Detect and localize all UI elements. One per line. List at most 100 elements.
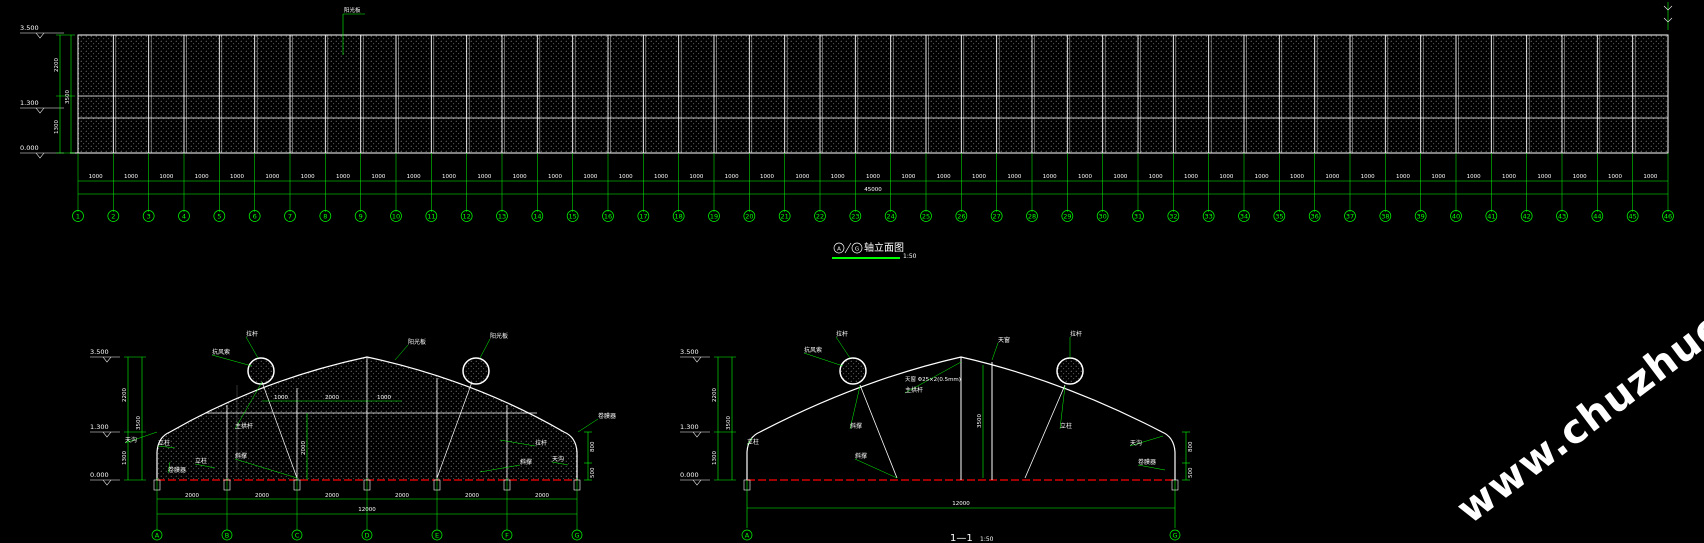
elevation-axis-bubble <box>1626 210 1639 222</box>
elevation-bay-dim: 1000 <box>1325 174 1339 180</box>
elevation-axis-bubble <box>743 210 756 222</box>
sr-title-text: 1—1 <box>950 533 973 543</box>
elevation-vertical-dims: 2200 3500 1300 <box>54 34 75 154</box>
section-left: 1000 2000 1000 2000 3.500 1.300 0.000 22… <box>90 330 616 541</box>
elevation-bay-dim: 1000 <box>1573 174 1587 180</box>
sr-label: 天窗 <box>998 336 1010 344</box>
sr-leader <box>1137 464 1166 471</box>
sl-bottom-dim: 2000 <box>255 493 269 499</box>
elevation-axis-label: 41 <box>1487 213 1495 221</box>
sl-leader <box>124 431 158 444</box>
elevation-axis-bubble <box>1344 210 1356 222</box>
sr-label: 斜撑 <box>855 452 867 460</box>
sl-leader <box>245 336 259 359</box>
sl-axis-label: G <box>574 532 579 540</box>
elevation-axis-bubble <box>708 210 720 222</box>
elevation-axis-label: 12 <box>463 213 471 221</box>
section-left-levels: 3.500 1.300 0.000 2200 3500 1300 <box>90 348 146 486</box>
sl-axis-label: F <box>505 532 509 540</box>
elevation-axis-label: 2 <box>111 213 115 221</box>
elevation-axis-bubble <box>602 210 614 222</box>
elevation-bay-dim: 1000 <box>124 174 138 180</box>
elevation-bay-dim: 1000 <box>230 174 244 180</box>
sl-leader <box>394 344 409 361</box>
elevation-axis-bubble <box>496 210 508 222</box>
elevation-axis-label: 6 <box>253 213 257 221</box>
elevation-bay-dims: 1000 1000 1000 1000 1000 1000 1000 1000 1000 1000… <box>89 174 1658 180</box>
elevation-axis-label: 30 <box>1099 213 1107 221</box>
sr-level-0000: 0.000 <box>680 471 699 479</box>
elevation-axis-label: 27 <box>993 213 1001 221</box>
sl-bottom-dim: 2000 <box>395 493 409 499</box>
sr-leader <box>746 437 753 446</box>
elevation-axis-bubble <box>1379 210 1392 222</box>
elevation-axis-label: 25 <box>922 213 930 221</box>
elevation-bay-dim: 1000 <box>1149 174 1163 180</box>
elevation-bay-dim: 1000 <box>795 174 809 180</box>
sl-side-dim-500: 500 <box>590 467 596 478</box>
sl-label: 天沟 <box>552 455 564 463</box>
elevation-bay-dim: 1000 <box>1043 174 1057 180</box>
sl-footing <box>223 479 231 491</box>
inner-dim-2: 2000 <box>325 395 339 401</box>
elevation-axis-bubble <box>849 210 862 222</box>
elevation-axis-label: 21 <box>781 213 789 221</box>
sl-footing <box>433 479 441 491</box>
sr-total-dim: 12000 <box>952 501 970 507</box>
elevation-axis-bubble <box>1662 210 1674 222</box>
elevation-level-marks: 3.500 1.300 0.000 <box>20 24 64 159</box>
elevation-axis-bubble <box>390 210 402 222</box>
elevation-axis-bubble <box>1132 210 1144 222</box>
sr-leader <box>1059 385 1066 430</box>
elevation-axis-label: 35 <box>1275 213 1283 221</box>
sl-axis-bubble <box>501 529 513 541</box>
elevation-bay-dim: 1000 <box>1113 174 1127 180</box>
sl-bottom-dim: 2000 <box>465 493 479 499</box>
sr-axis-bubble <box>741 529 753 541</box>
elevation-axis-label: 4 <box>182 213 186 221</box>
sl-axis-bubble <box>151 529 163 541</box>
sl-vdim-2200: 2200 <box>122 388 128 402</box>
sr-vdim-2200: 2200 <box>712 388 718 402</box>
elevation-axis-label: 40 <box>1452 213 1460 221</box>
elevation-axis-bubble <box>955 210 968 222</box>
elevation-axis-label: 1 <box>76 213 80 221</box>
elevation-axis-label: 42 <box>1523 213 1531 221</box>
sl-axis-label: A <box>155 532 160 540</box>
section-left-labels: 拉杆抗风索阳光板阳光板卷膜器天沟立柱主拱杆斜撑拉杆斜撑立柱天沟卷膜器 <box>124 330 616 479</box>
level-3500: 3.500 <box>20 24 39 32</box>
elevation-axis-bubble <box>284 210 296 222</box>
elevation-axis-bubble <box>1308 210 1321 222</box>
vdim-1300: 1300 <box>54 120 60 134</box>
sl-axis-bubble <box>291 529 303 541</box>
sl-axis-bubble <box>571 529 583 541</box>
sl-footing <box>503 479 511 491</box>
sl-leader <box>577 418 599 433</box>
elevation-bay-dim: 1000 <box>1537 174 1551 180</box>
elevation-axis-label: 9 <box>359 213 363 221</box>
elevation-axis-label: 14 <box>533 213 541 221</box>
section-left-side-dims: 800 500 <box>584 431 596 481</box>
elevation-bay-dim: 1000 <box>442 174 456 180</box>
sl-leader <box>499 439 536 447</box>
elevation-axis-bubble <box>354 210 367 222</box>
elevation-axis-label: 43 <box>1558 213 1566 221</box>
sl-label: 拉杆 <box>535 439 547 447</box>
elevation-axis-bubble <box>1096 210 1109 222</box>
sr-leader <box>849 385 861 430</box>
elevation-axis-bubble <box>531 210 544 222</box>
elevation-axis-bubble <box>1273 210 1286 222</box>
elevation-axis-bubble <box>1485 210 1498 222</box>
elevation-bay-dim: 1000 <box>689 174 703 180</box>
axis-elevation: 3.500 1.300 0.000 2200 3500 1300 阳光板 <box>20 2 1674 260</box>
sr-side-dim-800: 800 <box>1188 441 1194 452</box>
sl-vdim-3500: 3500 <box>136 416 142 430</box>
elevation-bay-dim: 1000 <box>1502 174 1516 180</box>
sl-side-dim-800: 800 <box>590 441 596 452</box>
elevation-title: A G 轴立面图 1:50 <box>832 241 917 260</box>
elevation-bay-dim: 1000 <box>1290 174 1304 180</box>
elevation-bay-dim: 1000 <box>654 174 668 180</box>
sr-label: 主拱杆 <box>905 386 923 394</box>
